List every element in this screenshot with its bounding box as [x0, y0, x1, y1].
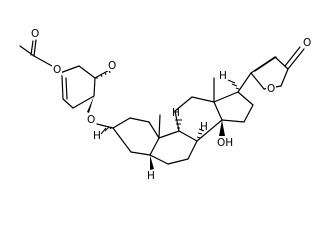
stereo-hash-h8: [196, 128, 205, 139]
atom-label-ester-o: O: [53, 64, 61, 76]
atom-label-lactone-ring-o: O: [267, 83, 275, 95]
chemical-structure-diagram: O O O O H H H H OH H O O: [19, 27, 312, 182]
stereo-wedge-oh: [219, 120, 225, 136]
steroid-ring-c: [174, 96, 223, 142]
atom-label-glycosidic-o: O: [87, 114, 95, 126]
atom-label-hydroxyl: OH: [217, 137, 233, 149]
stereo-hash-h3: [100, 126, 113, 135]
butenolide-ring: [250, 56, 289, 90]
atom-label-h-c17: H: [219, 70, 227, 82]
atom-label-h-c5: H: [147, 170, 155, 182]
atom-label-h-c9: H: [172, 107, 180, 119]
stereo-hash-h9: [175, 119, 182, 129]
atom-label-acetyl-carbonyl-o: O: [31, 28, 39, 40]
bond-c17-butenolide: [237, 72, 252, 93]
steroid-ring-a: [112, 117, 160, 156]
steroid-ring-b: [149, 130, 198, 165]
bond-glycosidic: [96, 123, 114, 129]
atom-label-h-c3: H: [93, 130, 101, 142]
stereo-wedge-glycosidic: [87, 96, 94, 113]
atom-label-lactone-carbonyl-o: O: [303, 37, 311, 49]
stereo-hash-h17: [227, 79, 240, 90]
atom-label-pyran-ring-o: O: [108, 60, 116, 72]
atom-label-h-c8: H: [200, 121, 208, 133]
methyl-c19: [158, 114, 161, 139]
steroid-ring-d: [213, 91, 254, 123]
acetyl-group: [19, 39, 53, 67]
stereo-wedge-h5: [150, 155, 154, 170]
lactone-carbonyl-bond: [287, 48, 305, 70]
